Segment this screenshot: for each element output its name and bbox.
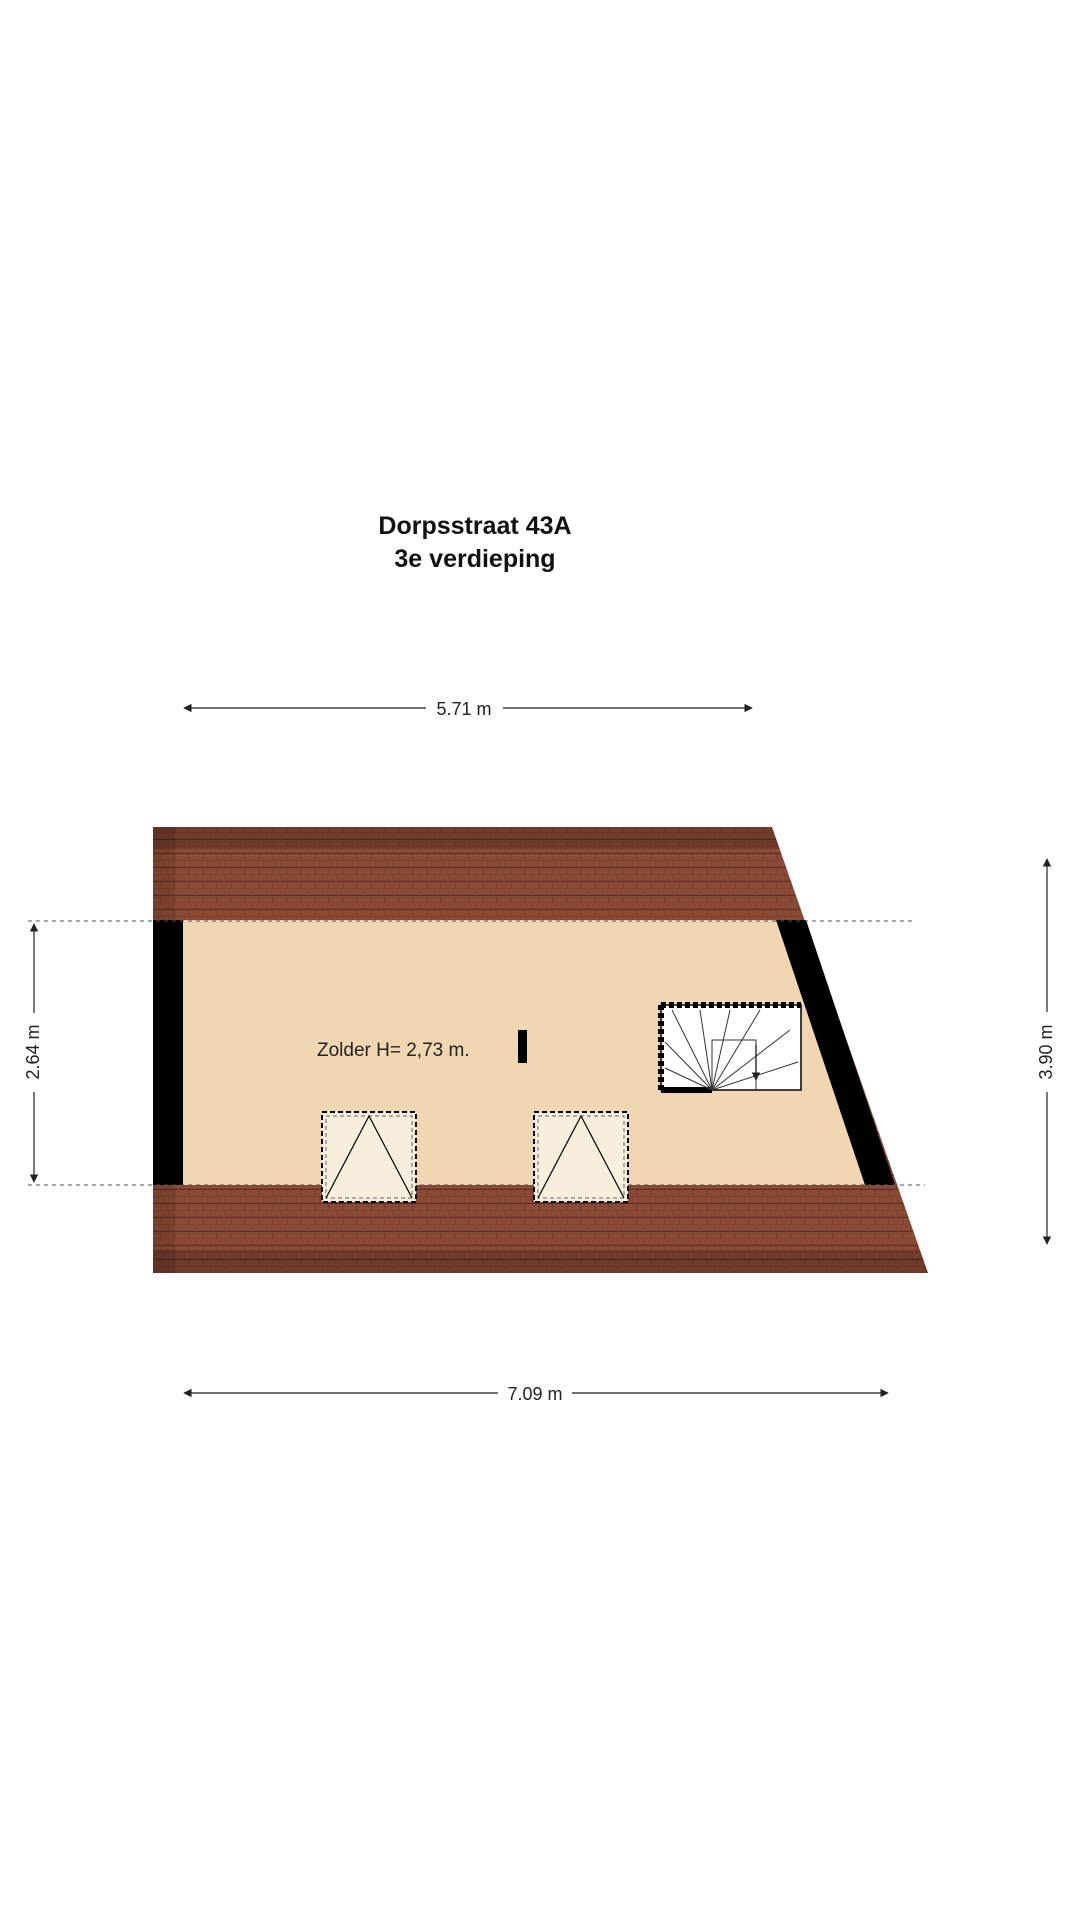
room-label: Zolder H= 2,73 m. [317,1040,470,1061]
address-title: Dorpsstraat 43A [378,512,572,540]
bottom-width-label: 7.09 m [507,1384,562,1404]
skylight-window-icon [533,1111,629,1203]
left-wall [153,920,183,1185]
right-wall [776,920,895,1185]
floor-subtitle: 3e verdieping [394,545,556,573]
left-height-dimension: 2.64 m [23,923,43,1183]
bottom-width-dimension: 7.09 m [183,1384,889,1404]
top-width-label: 5.71 m [436,699,491,719]
top-width-dimension: 5.71 m [183,699,753,719]
left-height-label: 2.64 m [23,1024,43,1079]
right-height-dimension: 3.90 m [1036,858,1056,1245]
right-height-label: 3.90 m [1036,1024,1056,1079]
chimney-icon [518,1030,527,1063]
staircase-icon [658,1002,802,1093]
skylight-window-icon [321,1111,417,1203]
plan-title: Dorpsstraat 43A 3e verdieping [300,510,650,576]
